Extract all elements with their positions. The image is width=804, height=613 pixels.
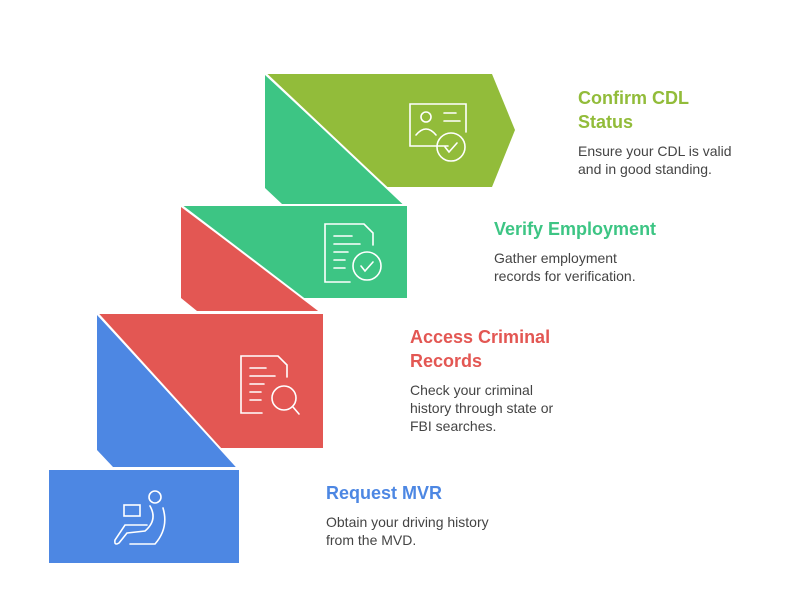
step-verify-employment-shape	[182, 206, 407, 298]
step-description: Gather employment records for verificati…	[494, 249, 656, 285]
step-access-records-text: Access Criminal Records Check your crimi…	[410, 325, 553, 435]
step-request-mvr-text: Request MVR Obtain your driving history …	[326, 481, 489, 549]
step-title: Request MVR	[326, 483, 443, 503]
desc-line: Obtain your driving history	[326, 514, 489, 530]
step-access-records-shape	[98, 314, 323, 448]
title-line: Records	[410, 351, 483, 371]
desc-line: history through state or	[410, 400, 554, 416]
step-confirm-cdl-shape	[266, 74, 515, 187]
step-description: Check your criminal history through stat…	[410, 381, 553, 435]
desc-line: Check your criminal	[410, 382, 533, 398]
id-card-check-icon	[409, 103, 467, 162]
person-laptop-icon	[114, 490, 166, 545]
step-request-mvr-shape	[49, 470, 239, 563]
step-title: Confirm CDL Status	[578, 86, 732, 134]
title-line: Access Criminal	[410, 327, 551, 347]
step-description: Ensure your CDL is valid and in good sta…	[578, 142, 732, 178]
desc-line: and in good standing.	[578, 161, 712, 177]
desc-line: records for verification.	[494, 268, 636, 284]
desc-line: Gather employment	[494, 250, 617, 266]
title-line: Status	[578, 112, 634, 132]
step-confirm-cdl-text: Confirm CDL Status Ensure your CDL is va…	[578, 86, 732, 178]
step-verify-employment-text: Verify Employment Gather employment reco…	[494, 217, 656, 285]
document-check-icon	[324, 223, 382, 283]
desc-line: FBI searches.	[410, 418, 497, 434]
step-title: Verify Employment	[494, 219, 657, 239]
desc-line: Ensure your CDL is valid	[578, 143, 732, 159]
step-description: Obtain your driving history from the MVD…	[326, 513, 489, 549]
title-line: Confirm CDL	[578, 88, 689, 108]
desc-line: from the MVD.	[326, 532, 417, 548]
step-title: Access Criminal Records	[410, 325, 553, 373]
document-search-icon	[240, 355, 300, 415]
